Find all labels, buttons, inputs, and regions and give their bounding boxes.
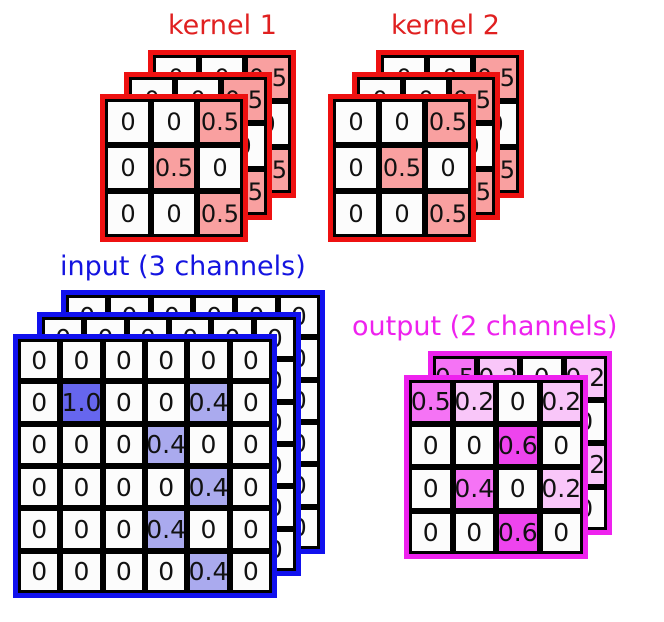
grid-cell: 0.4 [144, 508, 188, 551]
grid-cell: 0 [105, 145, 151, 191]
grid-cell: 0 [102, 339, 145, 382]
grid-cell: 0.4 [187, 550, 230, 593]
grid-cell: 0 [197, 145, 243, 191]
output-title: output (2 channels) [352, 311, 618, 342]
grid-cell: 0 [539, 510, 583, 554]
grid-cell: 0 [18, 423, 61, 466]
grid-cell: 0 [409, 510, 453, 554]
grid-cell: 0.5 [151, 145, 197, 191]
grid-cell: 0.5 [197, 191, 243, 237]
grid-cell: 0 [60, 465, 103, 509]
grid-cell: 0 [333, 99, 379, 145]
grid-cell: 0 [144, 465, 188, 509]
grid-cell: 0 [229, 508, 272, 551]
grid-cell: 0 [18, 508, 61, 551]
grid-cell: 0 [187, 423, 230, 466]
grid-cell: 0 [60, 339, 103, 382]
grid-cell: 0 [379, 191, 425, 237]
grid-cell: 0 [18, 381, 61, 424]
kernel2-title: kernel 2 [391, 10, 500, 41]
grid-cell: 0 [151, 99, 197, 145]
grid-cell: 0 [229, 465, 272, 509]
grid-cell: 1.0 [60, 381, 103, 424]
grid-cell: 0.5 [197, 99, 243, 145]
kernel1-title: kernel 1 [168, 10, 277, 41]
grid-cell: 0 [229, 423, 272, 466]
grid-cell: 0 [409, 467, 453, 511]
grid-cell: 0 [60, 423, 103, 466]
grid-cell: 0 [144, 339, 188, 382]
grid-cell: 0 [496, 380, 540, 424]
grid-cell: 0.5 [425, 191, 471, 237]
grid-cell: 0.4 [452, 467, 496, 511]
grid-cell: 0.2 [452, 380, 496, 424]
grid-cell: 0 [60, 550, 103, 593]
grid-cell: 0.5 [425, 99, 471, 145]
grid-cell: 0 [187, 339, 230, 382]
grid-cell: 0 [452, 510, 496, 554]
grid-cell: 0 [18, 465, 61, 509]
grid-cell: 0.4 [144, 423, 188, 466]
grid-cell: 0.2 [539, 380, 583, 424]
grid-cell: 0 [144, 381, 188, 424]
grid-cell: 0 [102, 465, 145, 509]
input-title: input (3 channels) [60, 251, 306, 282]
grid-cell: 0 [102, 550, 145, 593]
grid-cell: 0.5 [379, 145, 425, 191]
grid-cell: 0 [144, 550, 188, 593]
grid-cell: 0 [452, 423, 496, 467]
grid-cell: 0 [229, 550, 272, 593]
grid-cell: 0 [102, 381, 145, 424]
grid-cell: 0 [229, 381, 272, 424]
grid-cell: 0 [425, 145, 471, 191]
grid-cell: 0.6 [496, 510, 540, 554]
grid-cell: 0 [105, 99, 151, 145]
grid-cell: 0 [18, 339, 61, 382]
grid-cell: 0.4 [187, 465, 230, 509]
grid-cell: 0 [18, 550, 61, 593]
grid-cell: 0.2 [539, 467, 583, 511]
grid-cell: 0 [60, 508, 103, 551]
grid-cell: 0 [409, 423, 453, 467]
grid-cell: 0.5 [409, 380, 453, 424]
grid-cell: 0 [379, 99, 425, 145]
grid-cell: 0.4 [187, 381, 230, 424]
grid-cell: 0 [539, 423, 583, 467]
grid-cell: 0 [496, 467, 540, 511]
grid-cell: 0 [151, 191, 197, 237]
grid-cell: 0 [102, 508, 145, 551]
grid-cell: 0 [102, 423, 145, 466]
grid-cell: 0 [187, 508, 230, 551]
grid-cell: 0 [333, 145, 379, 191]
grid-cell: 0 [229, 339, 272, 382]
grid-cell: 0 [105, 191, 151, 237]
grid-cell: 0 [333, 191, 379, 237]
grid-cell: 0.6 [496, 423, 540, 467]
